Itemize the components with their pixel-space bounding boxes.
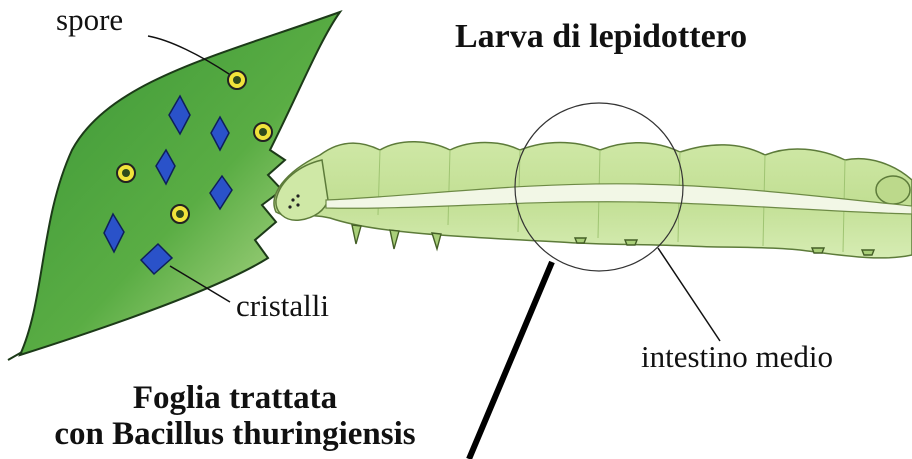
title-larva: Larva di lepidottero: [455, 18, 747, 56]
title-foglia-line-2: con Bacillus thuringiensis: [0, 416, 470, 452]
spore-3: [117, 164, 135, 182]
title-foglia: Foglia trattata con Bacillus thuringiens…: [0, 380, 470, 452]
spore-1: [228, 71, 246, 89]
pointer-intestino: [658, 248, 720, 341]
spore-4: [171, 205, 189, 223]
label-spore: spore: [56, 2, 123, 38]
label-intestino-medio: intestino medio: [641, 339, 833, 375]
label-cristalli: cristalli: [236, 288, 329, 324]
magnifier-handle: [469, 262, 552, 459]
title-foglia-line-1: Foglia trattata: [0, 380, 470, 416]
larva-head: [276, 160, 328, 220]
spore-2: [254, 123, 272, 141]
larva: [274, 142, 912, 258]
